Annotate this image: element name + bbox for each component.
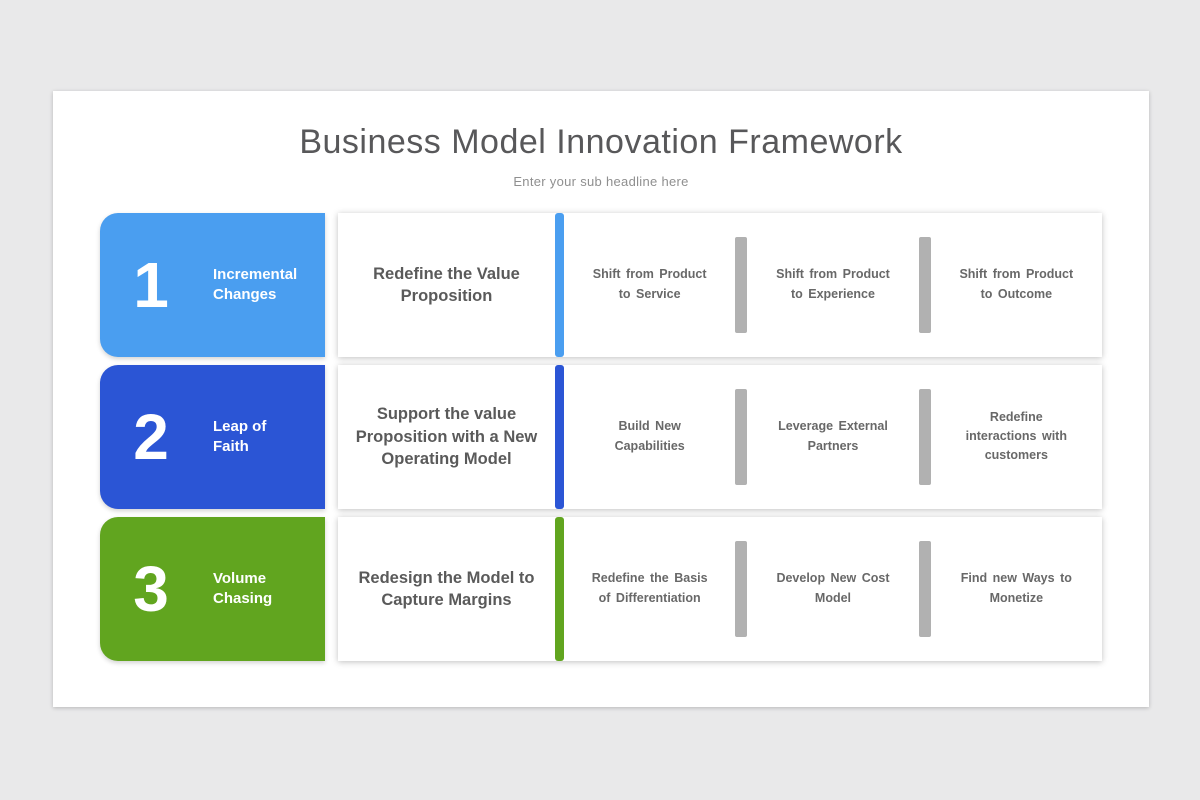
row-number: 1 (133, 248, 169, 321)
divider-bar (918, 236, 931, 333)
row-headline: Support the value Proposition with a New… (355, 405, 538, 468)
divider-bar (735, 388, 748, 485)
page-title: Business Model Innovation Framework (299, 123, 903, 161)
row-item-1: Shift from Product to Service (592, 267, 707, 301)
row-items: Redefine the Basis of Differentiation De… (564, 517, 1102, 661)
row-item-3: Shift from Product to Outcome (959, 267, 1074, 301)
row-item-3: Redefine interactions with customers (965, 409, 1067, 463)
row-item-2: Shift from Product to Experience (776, 267, 890, 301)
row-item-1: Redefine the Basis of Differentiation (591, 571, 708, 605)
row-number: 2 (133, 400, 169, 473)
divider-bar (735, 236, 748, 333)
row-headline: Redesign the Model to Capture Margins (358, 568, 535, 609)
row-item-2: Develop New Cost Model (776, 571, 890, 605)
row-label: Incremental Changes (213, 265, 298, 303)
accent-bar (555, 212, 564, 357)
row-card: Redesign the Model to Capture Margins Re… (338, 516, 1102, 661)
page-subtitle: Enter your sub headline here (513, 173, 689, 189)
row-number: 3 (133, 552, 169, 625)
framework-row: 1 Incremental Changes Redefine the Value… (100, 212, 1102, 357)
row-item-1: Build New Capabilities (614, 419, 685, 453)
row-headline: Redefine the Value Proposition (373, 264, 520, 305)
row-badge: 2 Leap of Faith (100, 364, 325, 509)
row-label: Volume Chasing (213, 569, 273, 607)
row-badge: 3 Volume Chasing (100, 516, 325, 661)
row-badge: 1 Incremental Changes (100, 212, 325, 357)
accent-bar (555, 364, 564, 509)
row-items: Shift from Product to Service Shift from… (564, 213, 1102, 357)
row-item-3: Find new Ways to Monetize (960, 571, 1072, 605)
framework-row: 2 Leap of Faith Support the value Propos… (100, 364, 1102, 509)
row-card: Support the value Proposition with a New… (338, 364, 1102, 509)
slide: Business Model Innovation Framework Ente… (53, 91, 1149, 707)
divider-bar (735, 540, 748, 637)
divider-bar (918, 388, 931, 485)
divider-bar (918, 540, 931, 637)
row-item-2: Leverage External Partners (778, 419, 888, 453)
framework-row: 3 Volume Chasing Redesign the Model to C… (100, 516, 1102, 661)
row-card: Redefine the Value Proposition Shift fro… (338, 212, 1102, 357)
row-items: Build New Capabilities Leverage External… (564, 365, 1102, 509)
accent-bar (555, 516, 564, 661)
row-label: Leap of Faith (213, 417, 267, 455)
rows: 1 Incremental Changes Redefine the Value… (53, 212, 1149, 661)
